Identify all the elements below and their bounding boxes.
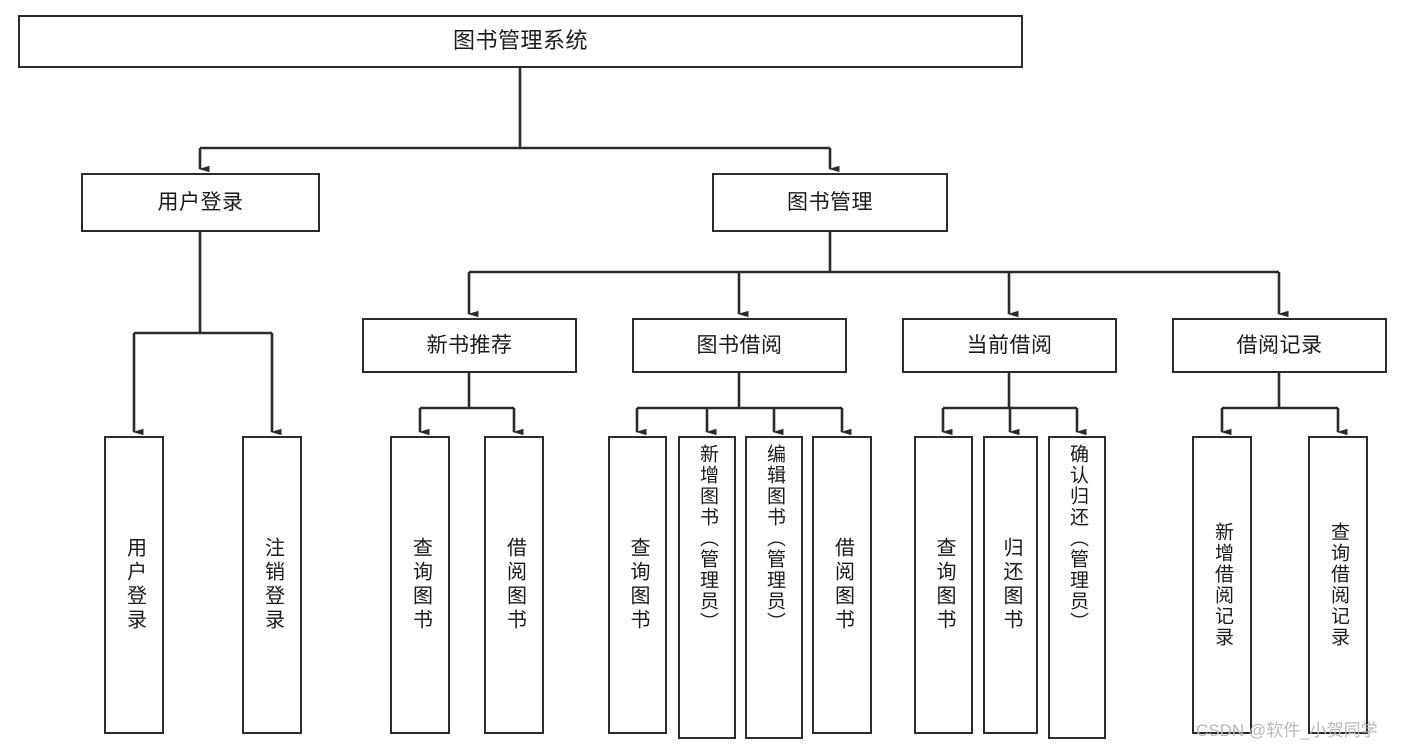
node-leaf-confirm-return-admin[interactable]: 确认归还（管理员） — [1048, 436, 1106, 739]
node-label: 新增借阅记录 — [1211, 522, 1233, 648]
node-label: 确认归还（管理员） — [1066, 444, 1088, 633]
node-new-book-recommend[interactable]: 新书推荐 — [362, 318, 577, 373]
node-book-borrow[interactable]: 图书借阅 — [632, 318, 847, 373]
node-label: 编辑图书（管理员） — [763, 444, 785, 633]
edges-userlogin-to-leaves — [132, 232, 282, 436]
node-current-borrow[interactable]: 当前借阅 — [902, 318, 1117, 373]
node-label: 归还图书 — [1000, 537, 1022, 633]
node-label: 查询借阅记录 — [1327, 522, 1349, 648]
node-user-login[interactable]: 用户登录 — [81, 173, 320, 232]
node-leaf-logout[interactable]: 注销登录 — [242, 436, 302, 734]
node-leaf-query-book-borrow[interactable]: 查询图书 — [608, 436, 667, 734]
node-label: 新增图书（管理员） — [696, 444, 718, 633]
node-label: 当前借阅 — [966, 333, 1053, 357]
node-leaf-borrow-book-recommend[interactable]: 借阅图书 — [484, 436, 544, 734]
node-leaf-borrow-book[interactable]: 借阅图书 — [812, 436, 872, 734]
node-borrow-record[interactable]: 借阅记录 — [1172, 318, 1387, 373]
node-label: 图书管理系统 — [452, 28, 588, 54]
node-label: 查询图书 — [409, 537, 432, 633]
node-root-system[interactable]: 图书管理系统 — [18, 15, 1023, 68]
node-label: 注销登录 — [261, 537, 284, 633]
edges-borrowrecord-to-leaves — [1220, 373, 1348, 436]
edges-root-to-level2 — [198, 68, 840, 173]
node-leaf-query-borrow-record[interactable]: 查询借阅记录 — [1308, 436, 1368, 734]
node-label: 借阅图书 — [503, 537, 526, 633]
node-leaf-query-book-current[interactable]: 查询图书 — [914, 436, 973, 734]
node-label: 用户登录 — [157, 190, 244, 214]
node-label: 借阅图书 — [831, 537, 854, 633]
edges-bookborrow-to-leaves — [635, 373, 852, 436]
node-leaf-query-book-recommend[interactable]: 查询图书 — [390, 436, 450, 734]
node-label: 查询图书 — [627, 537, 649, 633]
node-label: 图书管理 — [787, 190, 873, 214]
node-leaf-user-login[interactable]: 用户登录 — [104, 436, 164, 734]
node-leaf-add-borrow-record[interactable]: 新增借阅记录 — [1192, 436, 1252, 734]
node-label: 用户登录 — [123, 537, 146, 633]
node-leaf-add-book-admin[interactable]: 新增图书（管理员） — [678, 436, 736, 739]
node-leaf-edit-book-admin[interactable]: 编辑图书（管理员） — [745, 436, 803, 739]
node-book-manage[interactable]: 图书管理 — [712, 173, 948, 232]
node-label: 图书借阅 — [696, 333, 783, 357]
edges-bookmanage-to-level3 — [467, 232, 1289, 318]
edges-currentborrow-to-leaves — [941, 373, 1087, 436]
node-label: 新书推荐 — [426, 333, 513, 357]
node-label: 查询图书 — [933, 537, 955, 633]
node-label: 借阅记录 — [1236, 333, 1323, 357]
edges-newbook-to-leaves — [418, 373, 524, 436]
node-leaf-return-book[interactable]: 归还图书 — [983, 436, 1038, 734]
